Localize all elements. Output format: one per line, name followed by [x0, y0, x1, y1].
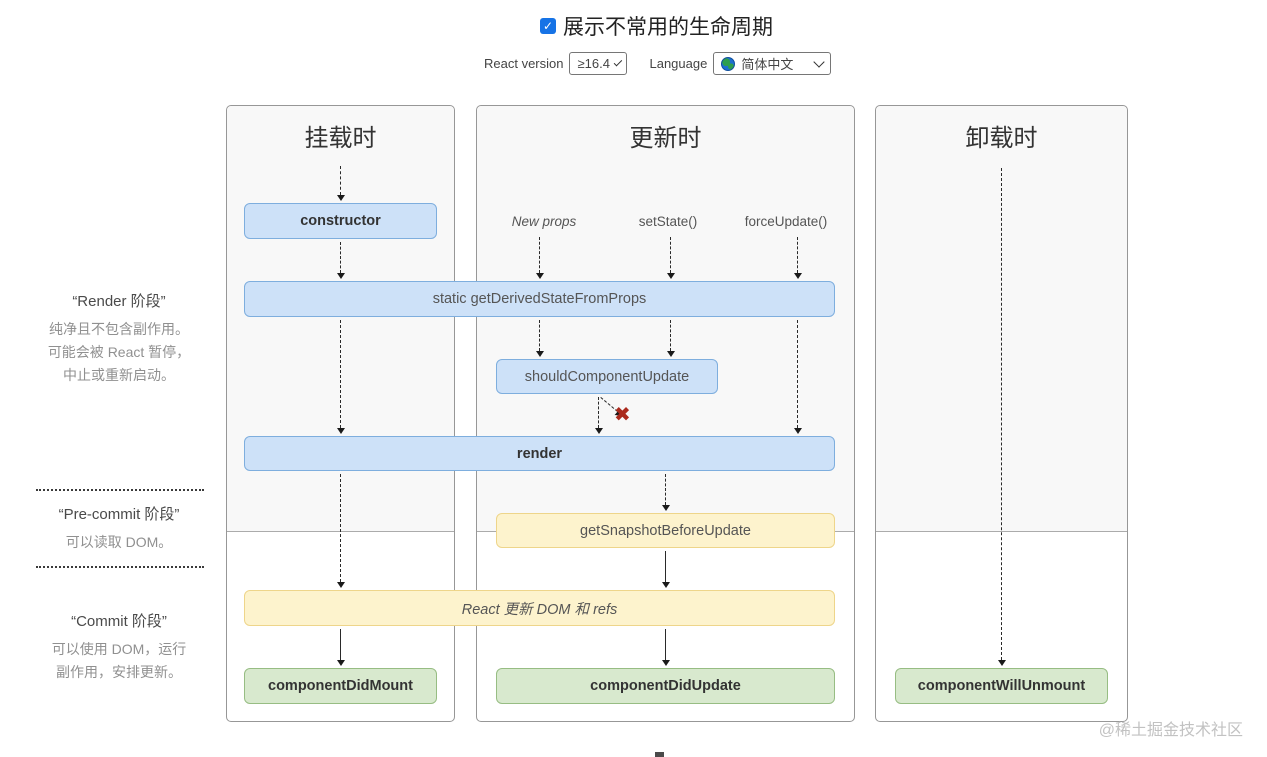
footer-cutoff-mark: [655, 752, 664, 757]
commit-phase-line: 可以使用 DOM，运行: [51, 641, 187, 657]
component-did-mount-box[interactable]: componentDidMount: [244, 668, 437, 704]
trigger-new-props: New props: [511, 214, 577, 229]
arrow-forceupdate-bypass-to-render: [793, 320, 802, 434]
get-derived-state-from-props-box[interactable]: static getDerivedStateFromProps: [244, 281, 835, 317]
checkbox-checked-icon[interactable]: ✓: [540, 18, 556, 34]
react-version-select[interactable]: ≥16.4: [569, 52, 628, 75]
chevron-down-icon: [813, 55, 825, 68]
mounting-title: 挂载时: [304, 125, 377, 152]
arrow-newprops-to-gdsfp: [535, 237, 544, 279]
trigger-force-update: forceUpdate(): [744, 214, 828, 229]
arrow-gdsfp-to-render-mount: [336, 320, 345, 434]
pre-commit-phase-line: 可以读取 DOM。: [65, 534, 173, 550]
pre-commit-phase-title: “Pre-commit 阶段”: [58, 506, 180, 523]
render-phase-note: “Render 阶段” 纯净且不包含副作用。 可能会被 React 暂停， 中止…: [28, 290, 210, 387]
unmounting-title: 卸载时: [965, 125, 1038, 152]
language-label: Language: [649, 56, 708, 71]
component-did-update-box[interactable]: componentDidUpdate: [496, 668, 835, 704]
arrow-render-to-domupdate-mount: [336, 474, 345, 588]
arrow-scu-to-render: [594, 397, 603, 434]
arrow-gdsfp-to-scu-left: [535, 320, 544, 357]
arrow-unmount-to-willunmount: [997, 168, 1006, 666]
arrow-constructor-to-gdsfp: [336, 242, 345, 279]
get-snapshot-before-update-box[interactable]: getSnapshotBeforeUpdate: [496, 513, 835, 548]
commit-phase-line: 副作用，安排更新。: [56, 664, 182, 680]
show-uncommon-toggle[interactable]: ✓ 展示不常用的生命周期: [540, 11, 773, 41]
arrow-domupdate-to-didmount: [336, 629, 345, 666]
chevron-down-icon: [613, 57, 622, 66]
component-will-unmount-box[interactable]: componentWillUnmount: [895, 668, 1108, 704]
react-version-value: ≥16.4: [577, 56, 610, 71]
react-updates-dom-box: React 更新 DOM 和 refs: [244, 590, 835, 626]
page-title[interactable]: 展示不常用的生命周期: [563, 16, 773, 39]
should-component-update-box[interactable]: shouldComponentUpdate: [496, 359, 718, 394]
globe-icon: [721, 56, 736, 71]
commit-phase-title: “Commit 阶段”: [71, 613, 167, 630]
arrow-gdsfp-to-scu-right: [666, 320, 675, 357]
render-phase-line: 可能会被 React 暂停，: [47, 344, 191, 360]
render-box[interactable]: render: [244, 436, 835, 471]
constructor-box[interactable]: constructor: [244, 203, 437, 239]
stop-icon: ✖: [614, 404, 631, 426]
arrow-forceupdate-to-gdsfp: [793, 237, 802, 279]
render-phase-line: 纯净且不包含副作用。: [49, 321, 189, 337]
render-phase-title: “Render 阶段”: [72, 293, 166, 310]
diagram-controls: React version ≥16.4 Language 简体中文: [484, 52, 832, 75]
language-value: 简体中文: [741, 57, 794, 72]
render-phase-line: 中止或重新启动。: [63, 367, 175, 383]
arrow-mount-to-constructor: [336, 166, 345, 201]
react-version-label: React version: [484, 56, 564, 71]
updating-title: 更新时: [629, 125, 702, 152]
trigger-set-state: setState(): [638, 214, 698, 229]
phase-divider: [36, 566, 204, 568]
language-select[interactable]: 简体中文: [713, 52, 832, 75]
phase-divider: [36, 489, 204, 491]
pre-commit-phase-note: “Pre-commit 阶段” 可以读取 DOM。: [28, 503, 210, 554]
arrow-setstate-to-gdsfp: [666, 237, 675, 279]
watermark: @稀土掘金技术社区: [1098, 722, 1243, 739]
arrow-snapshot-to-domupdate: [661, 551, 670, 588]
arrow-domupdate-to-didupdate: [661, 629, 670, 666]
arrow-render-to-snapshot: [661, 474, 670, 511]
commit-phase-note: “Commit 阶段” 可以使用 DOM，运行 副作用，安排更新。: [28, 610, 210, 684]
